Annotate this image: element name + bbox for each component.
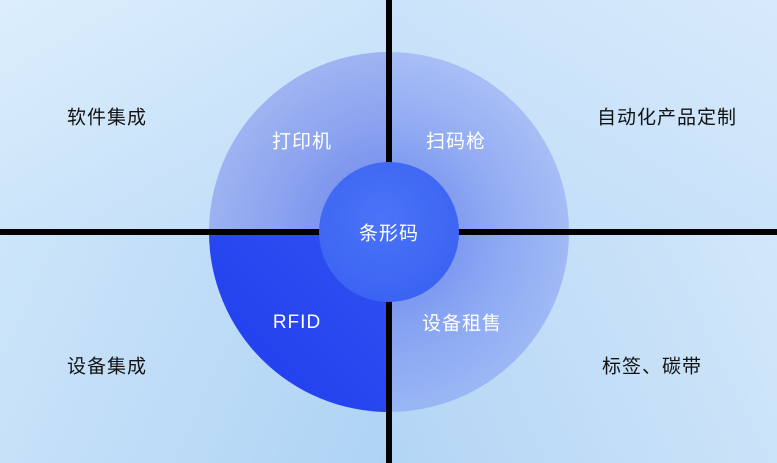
segment-label-scanner: 扫码枪 [425, 131, 487, 153]
center-label-barcode: 条形码 [358, 223, 420, 245]
segment-label-printer: 打印机 [271, 131, 333, 153]
segment-label-rfid: RFID [272, 312, 322, 333]
label-automation-product-customization: 自动化产品定制 [596, 107, 738, 129]
label-software-integration: 软件集成 [66, 107, 148, 129]
label-labels-ribbons: 标签、碳带 [601, 356, 703, 378]
center-circle [319, 162, 459, 302]
label-device-integration: 设备集成 [66, 356, 148, 378]
segment-label-equipment-rental: 设备租售 [421, 313, 503, 335]
